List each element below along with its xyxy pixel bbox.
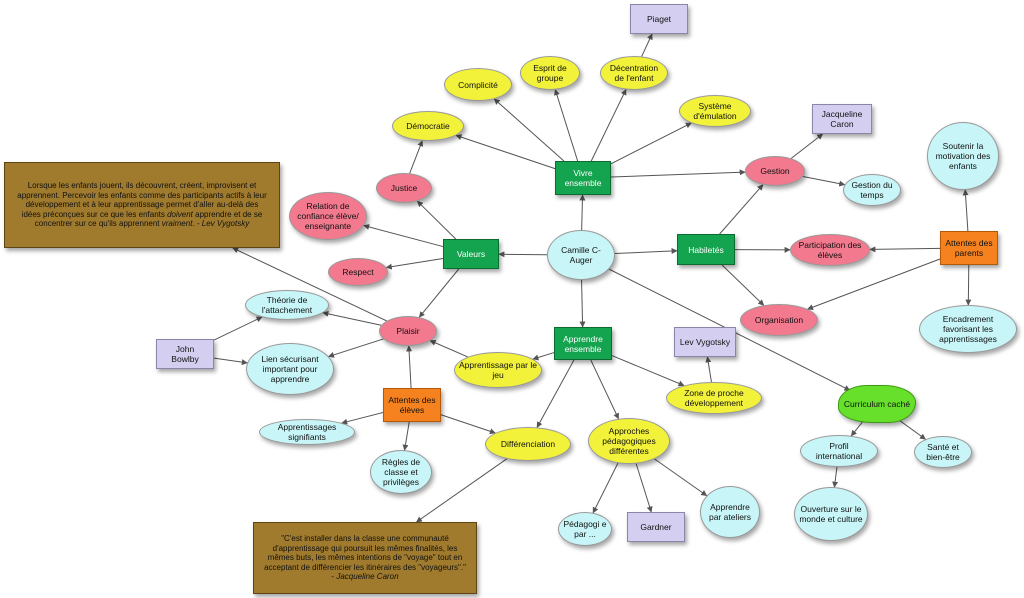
justice-node[interactable]: Justice xyxy=(376,173,432,203)
link-attentes_eleves-to-plaisir xyxy=(406,345,413,389)
esprit-de-groupe-node[interactable]: Esprit de groupe xyxy=(520,56,580,90)
link-profil-to-ouverture xyxy=(832,466,839,488)
link-gestion-to-jcaron xyxy=(790,133,824,159)
apprendre-ensemble-node[interactable]: Apprendre ensemble xyxy=(554,327,612,360)
complicite-node[interactable]: Complicité xyxy=(444,68,512,101)
link-valeurs-to-relation xyxy=(363,224,444,248)
link-attentes_parents-to-participation xyxy=(869,246,941,253)
decentration-node[interactable]: Décentration de l'enfant xyxy=(600,56,668,90)
lien-securisant-node[interactable]: Lien sécurisant important pour apprendre xyxy=(246,343,334,395)
lev-vygotsky-node[interactable]: Lev Vygotsky xyxy=(674,327,736,357)
link-vivre-to-systeme xyxy=(610,122,692,165)
link-bowlby-to-theorie xyxy=(213,316,263,341)
camille-c-auger-node[interactable]: Camille C-Auger xyxy=(547,230,615,280)
caron-quote-box[interactable]: "C'est installer dans la classe une comm… xyxy=(253,522,477,594)
apprentissage-par-le-jeu-node[interactable]: Apprentissage par le jeu xyxy=(454,352,542,388)
link-camille-to-apprendre xyxy=(579,279,586,328)
habiletes-node[interactable]: Habiletés xyxy=(677,234,735,265)
link-app_jeu-to-plaisir xyxy=(429,340,468,358)
link-valeurs-to-plaisir xyxy=(418,268,460,318)
link-vivre-to-democratie xyxy=(455,134,556,170)
piaget-node[interactable]: Piaget xyxy=(630,4,688,34)
link-curriculum-to-sante xyxy=(898,419,926,440)
link-curriculum-to-profil xyxy=(850,421,864,437)
gestion-du-temps-node[interactable]: Gestion du temps xyxy=(843,174,901,206)
link-habiletes-to-organisation xyxy=(721,264,765,306)
link-apprendre-to-app_jeu xyxy=(532,352,555,361)
link-zone-to-vygotsky xyxy=(705,356,712,383)
differenciation-node[interactable]: Différenciation xyxy=(485,427,571,461)
vygotsky-quote-box[interactable]: Lorsque les enfants jouent, ils découvre… xyxy=(4,162,280,248)
sante-bien-etre-node[interactable]: Santé et bien-être xyxy=(914,436,972,468)
john-bowlby-node[interactable]: John Bowlby xyxy=(156,339,214,369)
soutenir-motivation-node[interactable]: Soutenir la motivation des enfants xyxy=(927,122,999,190)
relation-confiance-node[interactable]: Relation de confiance élève/ enseignante xyxy=(289,192,367,240)
ouverture-monde-node[interactable]: Ouverture sur le monde et culture xyxy=(794,487,868,541)
democratie-node[interactable]: Démocratie xyxy=(392,111,464,141)
link-approches-to-pedagogie xyxy=(592,462,619,514)
participation-eleves-node[interactable]: Participation des élèves xyxy=(790,234,870,266)
link-bowlby-to-lien xyxy=(213,357,248,366)
pedagogie-par-node[interactable]: Pédagogi e par ... xyxy=(558,512,612,546)
theorie-attachement-node[interactable]: Théorie de l'attachement xyxy=(245,290,329,320)
link-attentes_eleves-to-differenciation xyxy=(440,414,496,435)
vivre-ensemble-node[interactable]: Vivre ensemble xyxy=(555,161,611,195)
link-habiletes-to-gestion xyxy=(719,184,764,235)
approches-pedagogiques-node[interactable]: Approches pédagogiques différentes xyxy=(588,418,670,464)
gardner-node[interactable]: Gardner xyxy=(627,512,685,542)
plaisir-node[interactable]: Plaisir xyxy=(379,316,437,346)
valeurs-node[interactable]: Valeurs xyxy=(443,239,499,269)
link-apprendre-to-differenciation xyxy=(536,359,575,428)
systeme-emulation-node[interactable]: Système d'émulation xyxy=(679,95,751,127)
caron-quote-text: "C'est installer dans la classe une comm… xyxy=(264,534,466,582)
link-camille-to-habiletes xyxy=(614,248,678,255)
link-decentration-to-piaget xyxy=(641,33,653,57)
link-vivre-to-decentration xyxy=(590,88,627,162)
organisation-node[interactable]: Organisation xyxy=(740,304,818,336)
link-camille-to-vivre xyxy=(579,194,586,231)
encadrement-node[interactable]: Encadrement favorisant les apprentissage… xyxy=(919,305,1017,353)
profil-international-node[interactable]: Profil international xyxy=(800,435,878,467)
gestion-node[interactable]: Gestion xyxy=(745,156,805,186)
link-valeurs-to-respect xyxy=(385,257,444,270)
vygotsky-quote-text: Lorsque les enfants jouent, ils découvre… xyxy=(17,181,267,229)
attentes-des-eleves-node[interactable]: Attentes des élèves xyxy=(383,388,441,422)
jacqueline-caron-node[interactable]: Jacqueline Caron xyxy=(812,104,872,134)
link-apprendre-to-approches xyxy=(590,359,619,420)
link-plaisir-to-theorie xyxy=(322,310,382,326)
regles-de-classe-node[interactable]: Règles de classe et privilèges xyxy=(370,450,432,494)
link-justice-to-democratie xyxy=(409,140,424,174)
link-approches-to-ateliers xyxy=(654,458,708,497)
link-valeurs-to-justice xyxy=(416,200,457,240)
link-attentes_parents-to-organisation xyxy=(807,258,941,311)
link-attentes_parents-to-soutenir xyxy=(962,189,969,232)
respect-node[interactable]: Respect xyxy=(328,258,388,286)
link-vivre-to-esprit xyxy=(554,89,579,162)
link-gestion-to-gestion_temps xyxy=(802,175,846,187)
link-approches-to-gardner xyxy=(635,463,653,513)
link-plaisir-to-lien xyxy=(328,338,384,358)
link-apprendre-to-zone xyxy=(611,355,685,387)
curriculum-cache-node[interactable]: Curriculum caché xyxy=(838,385,916,423)
zone-proche-developpement-node[interactable]: Zone de proche développement xyxy=(666,382,762,414)
link-vivre-to-complicite xyxy=(493,98,565,162)
link-vivre-to-gestion xyxy=(610,169,746,178)
apprendre-par-ateliers-node[interactable]: Apprendre par ateliers xyxy=(700,486,760,538)
link-attentes_eleves-to-regles xyxy=(402,421,410,451)
apprentissages-signifiants-node[interactable]: Apprentissages signifiants xyxy=(259,419,355,445)
attentes-des-parents-node[interactable]: Attentes des parents xyxy=(940,231,998,265)
